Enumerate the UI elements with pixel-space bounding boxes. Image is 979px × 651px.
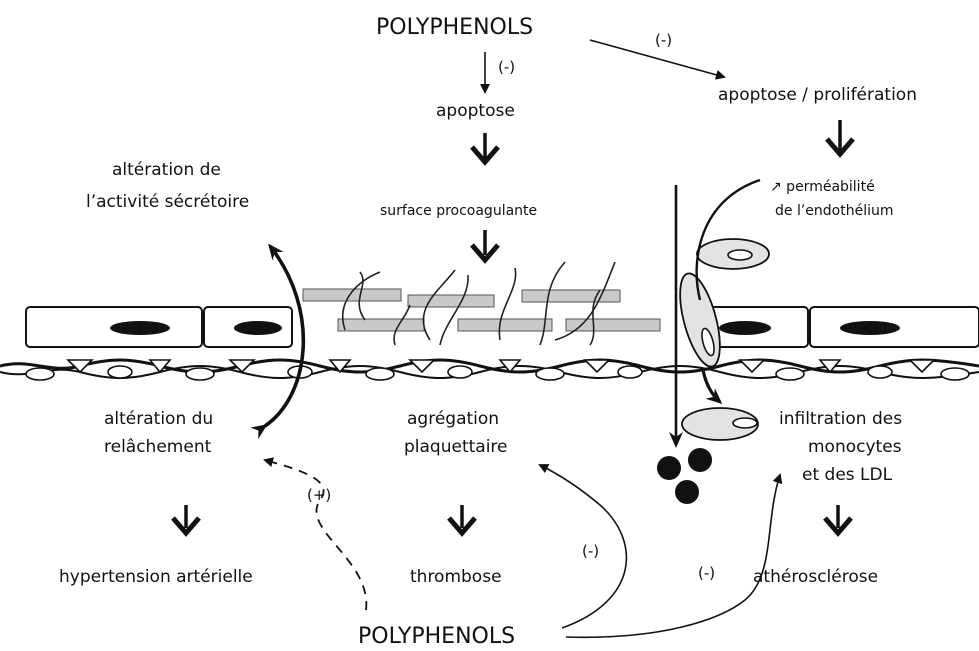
surface-procoagulante-label: surface procoagulante: [380, 203, 537, 219]
alteration-secretoire-label-2: l’activité sécrétoire: [86, 192, 249, 212]
infiltration-label-2: monocytes: [808, 437, 902, 457]
platelet: [522, 290, 620, 302]
cell-nucleus: [719, 321, 771, 335]
alteration-secretoire-label-1: altération de: [112, 160, 221, 180]
platelet: [408, 295, 494, 307]
platelet: [566, 319, 660, 331]
ldl-particle: [688, 448, 712, 472]
apoptose-label: apoptose: [436, 101, 515, 121]
monocyte-nucleus: [728, 250, 752, 260]
atherosclerose-label: athérosclérose: [753, 567, 878, 587]
arrow-to-monocyte: [703, 370, 720, 402]
thrombose-label: thrombose: [410, 567, 502, 587]
ldl-particle: [657, 456, 681, 480]
polyphenols-bottom-label: POLYPHENOLS: [358, 624, 515, 649]
infiltration-label-3: et des LDL: [802, 465, 893, 485]
inhibit-label-athero: (-): [698, 564, 715, 582]
cell-nucleus: [234, 321, 282, 335]
infiltration-label-1: infiltration des: [779, 409, 902, 429]
platelet: [458, 319, 552, 331]
platelet-aggregate: [303, 289, 660, 331]
platelet: [338, 319, 424, 331]
alteration-relachement-label-2: relâchement: [104, 437, 212, 457]
inhibit-label-center: (-): [498, 58, 515, 76]
polyphenols-top-label: POLYPHENOLS: [376, 15, 533, 40]
inhibit-label-thrombose: (-): [582, 542, 599, 560]
inhibit-label-right: (-): [655, 31, 672, 49]
arrow-stimulate-relachement: [265, 460, 366, 610]
cell-nucleus: [840, 321, 900, 335]
agregation-label-2: plaquettaire: [404, 437, 508, 457]
monocyte-nucleus: [733, 418, 757, 428]
agregation-label-1: agrégation: [407, 409, 499, 429]
ldl-particle: [675, 480, 699, 504]
cell-nucleus: [110, 321, 170, 335]
permeabilite-label-1: ↗ perméabilité: [770, 179, 875, 195]
apoptose-proliferation-label: apoptose / prolifération: [718, 85, 917, 105]
hypertension-label: hypertension artérielle: [59, 567, 253, 587]
alteration-relachement-label-1: altération du: [104, 409, 213, 429]
stimulate-label: (+): [307, 486, 331, 504]
permeabilite-label-2: de l’endothélium: [775, 203, 894, 219]
